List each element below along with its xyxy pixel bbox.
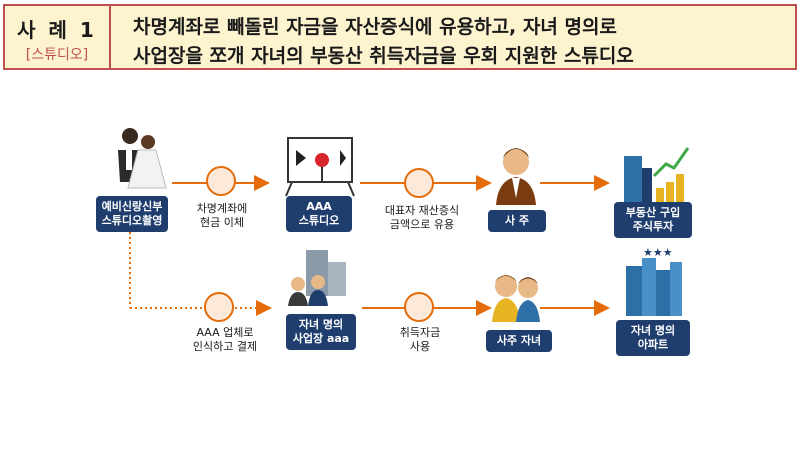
edge-acquisition-use-line1: 취득자금 — [399, 326, 441, 339]
edge-rep-embezzle-label: 대표자 재산증식 금액으로 유용 — [374, 204, 470, 232]
edge-borrowed-transfer-label: 차명계좌에 현금 이체 — [186, 202, 258, 230]
node-child-business-line2: 사업장 aaa — [292, 332, 350, 345]
node-customer: 예비신랑신부 스튜디오촬영 — [96, 196, 168, 232]
edge-acquisition-use-label: 취득자금 사용 — [388, 326, 452, 354]
studio-icon — [285, 137, 355, 197]
node-studio-line1: AAA — [306, 200, 332, 213]
edge-aaa-business-label: AAA 업체로 인식하고 결제 — [184, 326, 266, 354]
money-transfer-icon — [206, 166, 236, 196]
case-title: 사 례 1 — [17, 18, 97, 42]
node-customer-line2: 스튜디오촬영 — [101, 214, 163, 227]
edge-rep-embezzle-line1: 대표자 재산증식 — [384, 204, 460, 217]
edge-rep-embezzle-line2: 금액으로 유용 — [389, 218, 455, 231]
businessman-icon — [496, 148, 536, 205]
edge-borrowed-transfer-line1: 차명계좌에 — [196, 202, 248, 215]
case-header: 사 례 1 [스튜디오] 차명계좌로 빼돌린 자금을 자산증식에 유용하고, 자… — [3, 4, 797, 70]
building-growth-icon — [624, 147, 690, 202]
node-apartment-line2: 아파트 — [637, 338, 669, 351]
node-owner-child-label: 사주 자녀 — [496, 334, 542, 347]
case-subtitle: [스튜디오] — [25, 47, 89, 63]
card-payment-icon — [204, 292, 234, 322]
edge-acquisition-use-line2: 사용 — [409, 340, 431, 353]
node-owner-label: 사 주 — [504, 214, 530, 227]
bride-groom-icon — [118, 128, 167, 189]
edge-aaa-business-line2: 인식하고 결제 — [192, 340, 258, 353]
svg-text:★★★: ★★★ — [643, 246, 673, 259]
coin-stack-icon — [404, 168, 434, 198]
node-apartment: 자녀 명의 아파트 — [616, 320, 690, 356]
child-business-icon — [288, 250, 346, 306]
node-customer-line1: 예비신랑신부 — [101, 200, 163, 213]
node-realestate-line2: 주식투자 — [632, 220, 674, 233]
node-child-business-line1: 자녀 명의 — [298, 318, 344, 331]
edge-aaa-business-line1: AAA 업체로 — [196, 326, 254, 339]
case-description-line2: 사업장을 쪼개 자녀의 부동산 취득자금을 우회 지원한 스튜디오 — [133, 45, 634, 67]
node-apartment-line1: 자녀 명의 — [630, 324, 676, 337]
children-icon — [492, 275, 540, 322]
node-owner: 사 주 — [488, 210, 546, 232]
node-realestate-line1: 부동산 구입 — [625, 206, 681, 219]
apartment-icon: ★★★ — [626, 246, 682, 316]
case-description-line1: 차명계좌로 빼돌린 자금을 자산증식에 유용하고, 자녀 명의로 — [133, 16, 617, 38]
node-realestate: 부동산 구입 주식투자 — [614, 202, 692, 238]
edge-borrowed-transfer-line2: 현금 이체 — [200, 216, 244, 229]
node-child-business: 자녀 명의 사업장 aaa — [286, 314, 356, 350]
coin-stack-icon-2 — [404, 292, 434, 322]
case-label-box: 사 례 1 [스튜디오] — [5, 6, 111, 68]
node-studio-line2: 스튜디오 — [298, 214, 340, 227]
node-owner-child: 사주 자녀 — [486, 330, 552, 352]
node-studio: AAA 스튜디오 — [286, 196, 352, 232]
